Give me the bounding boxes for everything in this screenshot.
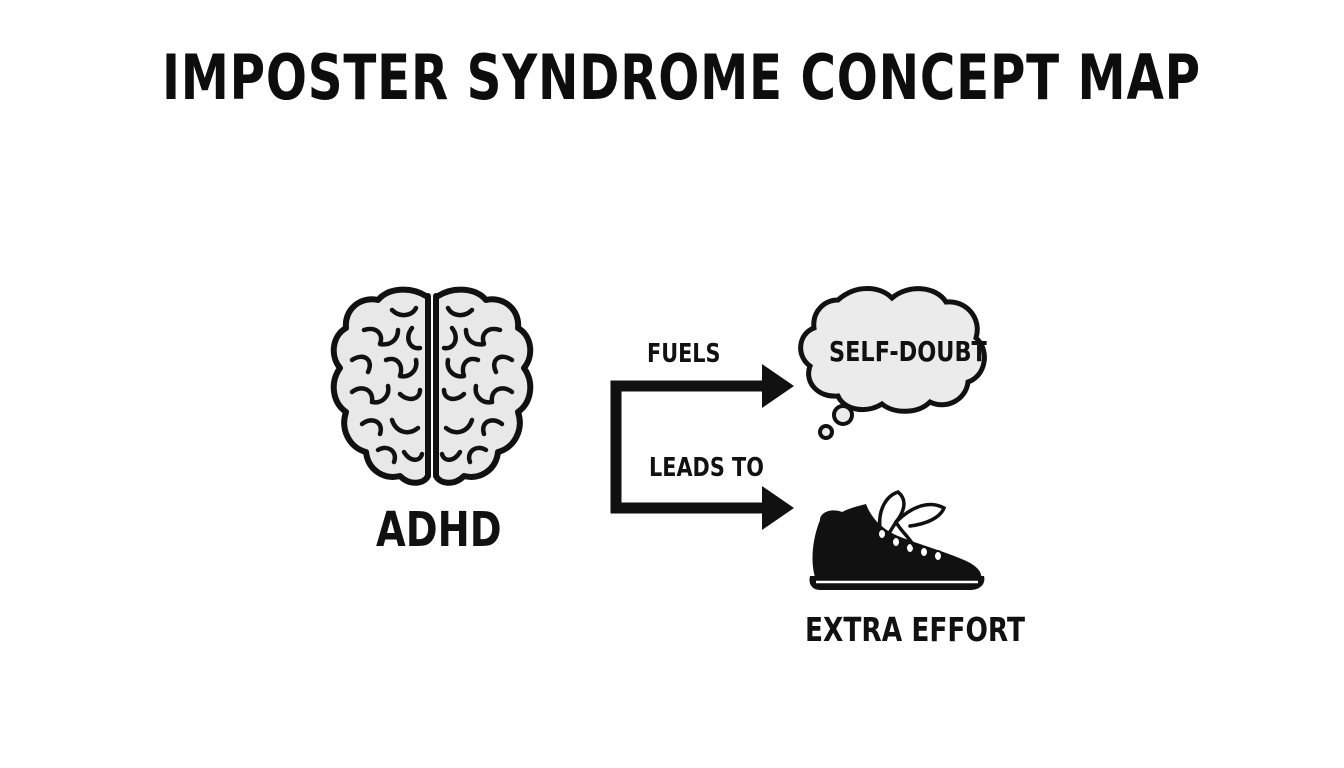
brain-folds-left bbox=[349, 305, 425, 465]
connector bbox=[610, 364, 794, 530]
shoe-laces bbox=[877, 490, 947, 550]
thought-bubble-dot-small bbox=[818, 424, 834, 440]
brain-left-hemisphere bbox=[330, 286, 431, 486]
leads-to-arrowhead bbox=[762, 486, 794, 530]
self-doubt-label: SELF-DOUBT bbox=[829, 335, 987, 368]
thought-bubble-icon bbox=[798, 286, 987, 440]
extra-effort-label: EXTRA EFFORT bbox=[805, 610, 1026, 649]
thought-bubble-cloud bbox=[798, 286, 987, 414]
leads-to-edge-label: LEADS TO bbox=[649, 453, 764, 483]
fuels-arrowhead bbox=[762, 364, 794, 408]
thought-bubble-dot-large bbox=[832, 404, 854, 426]
fuels-edge-label: FUELS bbox=[647, 339, 721, 369]
connector-bracket bbox=[610, 380, 766, 514]
brain-folds-right bbox=[439, 305, 515, 465]
brain-right-hemisphere bbox=[433, 286, 534, 486]
shoe-eyelets bbox=[877, 528, 943, 562]
brain-icon bbox=[330, 286, 534, 486]
shoe-icon bbox=[809, 490, 985, 590]
adhd-label: ADHD bbox=[376, 502, 502, 558]
